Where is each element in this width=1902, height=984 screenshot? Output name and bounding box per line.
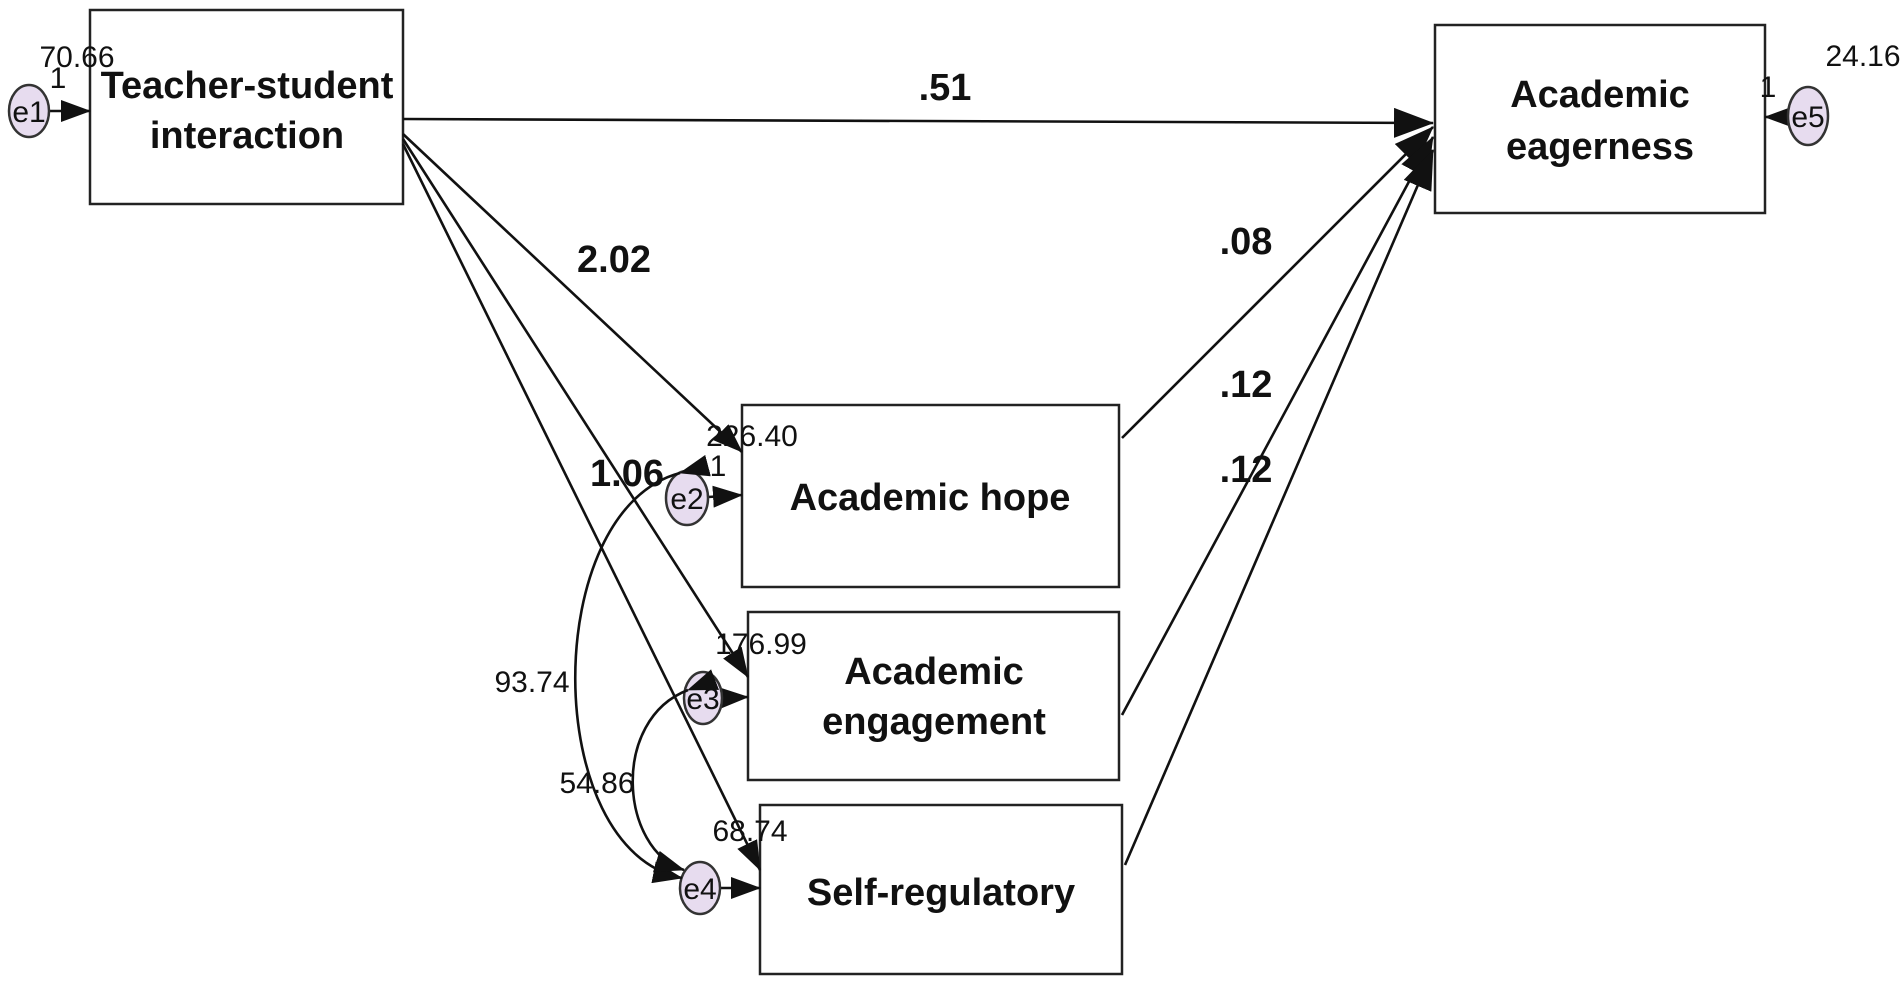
- weight-e2: 1: [710, 450, 727, 483]
- coef-teacher-selfreg: 1.06: [590, 453, 664, 495]
- error-e2-arrow: [707, 485, 743, 508]
- academic-eagerness-node: Academic eagerness: [1433, 23, 1767, 215]
- cov-e2-e4-value: 93.74: [494, 666, 569, 699]
- weight-e5: 1: [1760, 71, 1777, 104]
- eagerness-node-label-line2: eagerness: [1506, 126, 1694, 168]
- weight-e1: 1: [50, 62, 67, 95]
- e2-label: e2: [670, 483, 703, 516]
- e3-label: e3: [686, 683, 719, 716]
- variance-e1: 70.66: [39, 41, 114, 74]
- selfreg-node-label: Self-regulatory: [807, 872, 1075, 914]
- hope-node-label: Academic hope: [790, 477, 1071, 519]
- e5-label: e5: [1791, 101, 1824, 134]
- academic-hope-node: Academic hope: [740, 403, 1121, 589]
- path-engagement-to-eagerness: [1120, 136, 1435, 716]
- engagement-node-label-line2: engagement: [822, 701, 1046, 743]
- eagerness-node-label-line1: Academic: [1510, 74, 1690, 116]
- error-e4: e4: [678, 860, 761, 916]
- engagement-node-label-line1: Academic: [844, 651, 1024, 693]
- cov-e3-e4-value: 54.86: [559, 767, 634, 800]
- path-hope-to-eagerness: [1121, 126, 1434, 439]
- teacher-node-label-line2: interaction: [150, 115, 344, 157]
- coef-hope-eagerness: .08: [1220, 221, 1273, 263]
- coef-teacher-eagerness: .51: [919, 67, 972, 109]
- coef-selfreg-eagerness: .12: [1220, 449, 1273, 491]
- variance-e5: 24.16: [1825, 40, 1900, 73]
- coef-engagement-eagerness: .12: [1220, 364, 1273, 406]
- self-regulatory-node: Self-regulatory: [758, 803, 1124, 976]
- e4-label: e4: [683, 873, 716, 906]
- error-e2: e2: [664, 469, 743, 527]
- error-e3: e3: [682, 670, 749, 726]
- error-e1: e1: [7, 83, 91, 139]
- variance-e2: 226.40: [706, 420, 798, 453]
- covariance-e3-e4-arc: [631, 669, 720, 872]
- covariance-e2-e4-arc: [573, 454, 711, 884]
- variance-e3: 176.99: [715, 628, 807, 661]
- coef-teacher-hope: 2.02: [577, 239, 651, 281]
- path-teacher-to-hope: [402, 133, 743, 453]
- error-e5: e5: [1764, 85, 1830, 147]
- path-teacher-to-eagerness: [402, 107, 1434, 138]
- error-e3-arrow: [718, 687, 749, 710]
- path-selfreg-to-eagerness: [1123, 149, 1435, 866]
- teacher-student-interaction-node: Teacher-student interaction: [88, 8, 405, 206]
- variance-e4: 68.74: [712, 815, 787, 848]
- academic-engagement-node: Academic engagement: [746, 610, 1121, 782]
- e1-label: e1: [12, 96, 45, 129]
- teacher-node-label-line1: Teacher-student: [101, 65, 394, 107]
